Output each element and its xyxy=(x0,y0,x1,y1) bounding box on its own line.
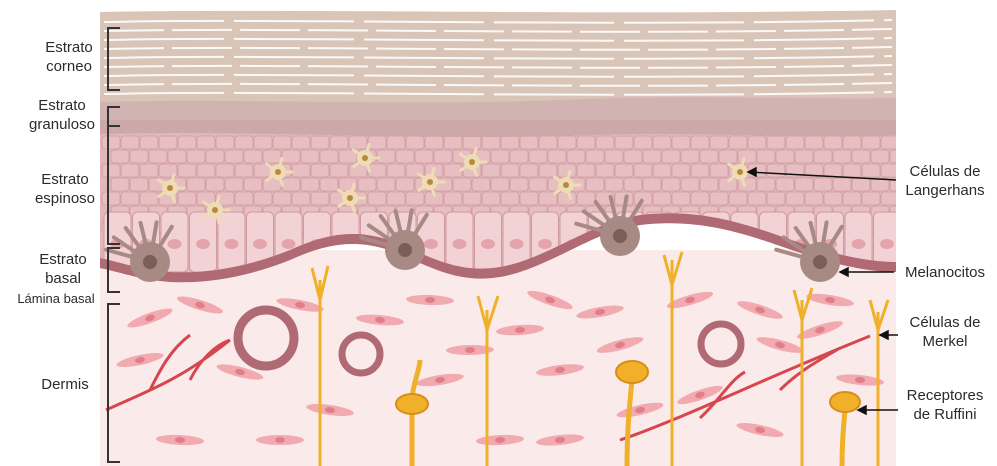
label-dermis: Dermis xyxy=(24,375,106,394)
label-melanocitos: Melanocitos xyxy=(895,263,995,282)
label-lamina-basal: Lámina basal xyxy=(4,289,108,308)
fibroblast xyxy=(256,435,304,445)
